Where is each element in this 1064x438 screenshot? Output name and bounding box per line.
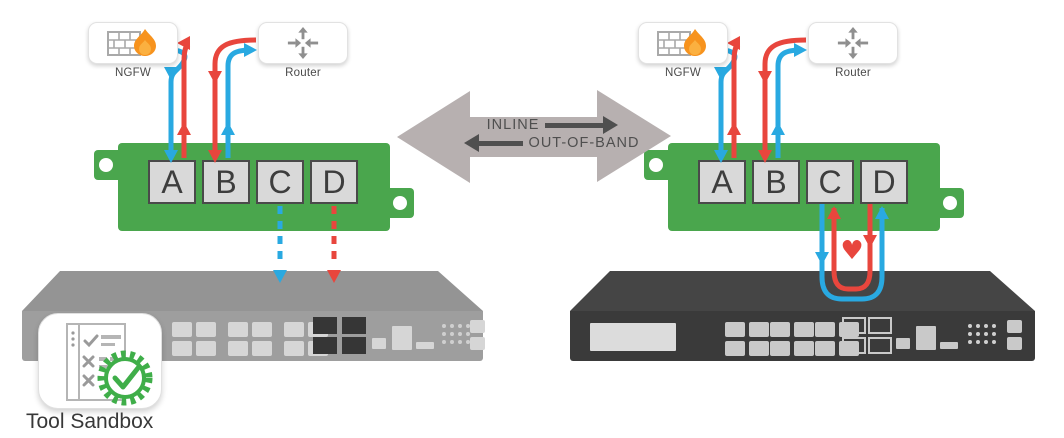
router-label: Router [835, 67, 871, 79]
tool-sandbox-card [38, 313, 162, 409]
router-label: Router [285, 67, 321, 79]
appliance-top-face [22, 271, 483, 311]
switch-port-c: C [806, 160, 854, 204]
switch-port-b: B [752, 160, 800, 204]
ngfw-card-right: NGFW [638, 22, 728, 79]
switch-ports: A B C D [148, 160, 358, 204]
switch-port-a: A [148, 160, 196, 204]
tool-appliance-right [570, 271, 1035, 361]
led-dots [968, 324, 980, 344]
ngfw-card-left: NGFW [88, 22, 178, 79]
mounting-tab [388, 188, 414, 218]
appliance-front-face [570, 311, 1035, 361]
mode-labels: INLINE OUT-OF-BAND [446, 116, 658, 152]
mounting-hole [393, 196, 407, 210]
tool-sandbox-label: Tool Sandbox [26, 410, 154, 433]
ethernet-port-cluster [228, 322, 272, 356]
mounting-tab [644, 150, 670, 180]
firewall-flame-icon [657, 29, 706, 56]
router-icon [287, 26, 319, 60]
slot-port [940, 342, 958, 349]
sfp-module [313, 317, 337, 354]
mgmt-port-stack [470, 320, 485, 350]
heart-icon: ♥ [840, 236, 863, 266]
mounting-hole [649, 158, 663, 172]
inline-row: INLINE [486, 116, 619, 134]
ngfw-label: NGFW [665, 67, 701, 79]
ngfw-label: NGFW [115, 67, 151, 79]
ethernet-port-cluster [770, 322, 814, 356]
bypass-switch-right: A B C D [644, 143, 964, 231]
switch-port-a: A [698, 160, 746, 204]
mounting-tab [938, 188, 964, 218]
led-dots [984, 324, 996, 344]
sfp-module [842, 317, 866, 354]
ethernet-port-cluster [172, 322, 216, 356]
ethernet-port-cluster [725, 322, 769, 356]
router-card-right: Router [808, 22, 898, 79]
router-card-left: Router [258, 22, 348, 79]
switch-port-b: B [202, 160, 250, 204]
slot-port [416, 342, 434, 349]
switch-port-d: D [860, 160, 908, 204]
appliance-top-face [570, 271, 1035, 311]
out-of-band-label: OUT-OF-BAND [528, 135, 640, 151]
inline-right-arrow-icon [545, 116, 619, 134]
firewall-flame-icon [107, 29, 156, 56]
usb-port [392, 326, 412, 350]
switch-port-d: D [310, 160, 358, 204]
mounting-hole [943, 196, 957, 210]
sfp-module [342, 317, 366, 354]
bypass-switch-left: A B C D [94, 143, 414, 231]
inline-label: INLINE [486, 117, 540, 133]
gear-check-badge [97, 350, 153, 406]
mgmt-port-stack [1007, 320, 1022, 350]
mounting-hole [99, 158, 113, 172]
mounting-tab [94, 150, 120, 180]
usb-port [916, 326, 936, 350]
led-dots [442, 324, 454, 344]
switch-port-c: C [256, 160, 304, 204]
sfp-module [868, 317, 892, 354]
out-of-band-row: OUT-OF-BAND [463, 134, 640, 152]
led-dots [458, 324, 470, 344]
checklist-gear-icon [66, 323, 153, 406]
console-port [372, 338, 386, 349]
switch-ports: A B C D [698, 160, 908, 204]
router-icon [837, 26, 869, 60]
out-of-band-left-arrow-icon [463, 134, 523, 152]
console-port [896, 338, 910, 349]
lcd-display [590, 323, 676, 351]
